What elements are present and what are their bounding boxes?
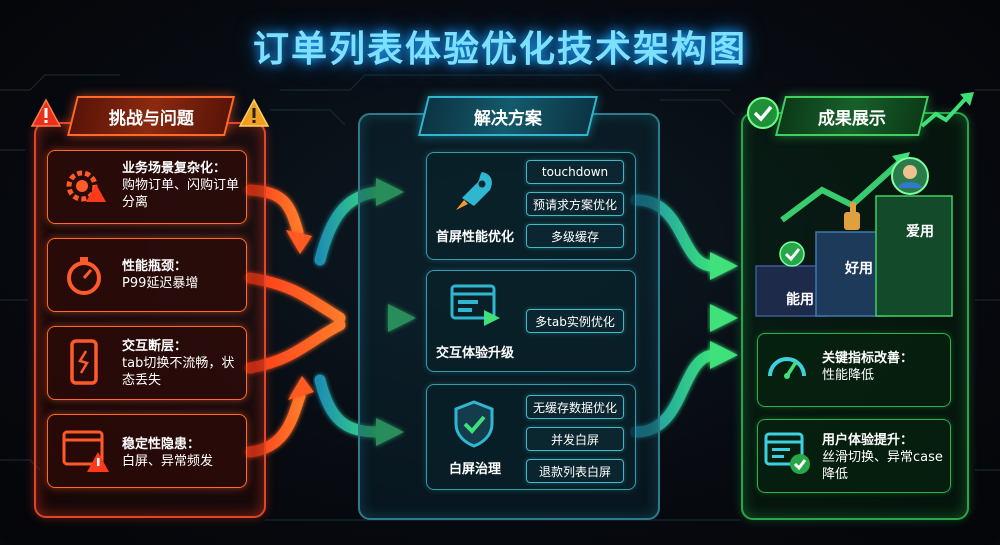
solution-in-arrowheads [376,178,416,446]
result-detail: 性能降低 [822,368,875,383]
challenge-card [47,326,247,400]
challenge-card [47,414,247,488]
solution-tag: 退款列表白屏 [526,459,624,483]
phone-crack-icon [70,339,98,385]
challenge-arrows [244,184,346,458]
result-title: 关键指标改善： [822,351,914,366]
shield-icon [454,400,494,448]
challenge-detail: tab切换不流畅，状态丢失 [122,356,235,388]
challenge-title: 业务场景复杂化： [122,161,227,176]
challenge-detail: 白屏、异常频发 [122,454,214,469]
gauge-icon [768,357,806,379]
solution-group-label: 交互体验升级 [435,346,514,361]
page-title: 订单列表体验优化技术架构图 [252,29,747,70]
solution-tag: 多tab实例优化 [526,309,624,333]
stopwatch-icon [67,257,101,295]
challenge-title: 交互断层： [122,339,188,354]
solution-tag: 预请求方案优化 [526,192,624,216]
warning-triangle-icon [30,98,62,127]
challenges-header: 挑战与问题 [67,96,235,136]
checklist-icon [764,432,810,474]
step-label: 爱用 [906,224,934,240]
trend-up-icon [920,92,974,128]
solution-tag: 并发白屏 [526,427,624,451]
challenge-detail: 购物订单、闪购订单分离 [122,178,240,210]
solutions-header: 解决方案 [418,96,598,136]
results-header: 成果展示 [775,96,929,136]
solution-group-label: 白屏治理 [448,462,501,477]
step-label: 好用 [845,261,873,277]
step-label: 能用 [786,292,814,308]
check-circle-icon [747,97,779,129]
warning-triangle-icon [238,98,270,127]
challenge-title: 稳定性隐患： [122,437,201,452]
solution-group-label: 首屏性能优化 [435,230,514,245]
browser-arrow-icon [450,284,500,326]
window-warning-icon [62,430,109,472]
solution-tag: touchdown [526,160,624,184]
solution-out-arrows [630,194,718,438]
circuit-lines [0,74,1000,521]
challenge-arrowheads [286,230,314,400]
result-detail: 丝滑切换、异常case降低 [822,450,943,482]
solution-tag: 多级缓存 [526,224,624,248]
solution-in-arrows [314,186,396,438]
growth-steps-illustration [755,152,953,317]
rocket-icon [456,172,492,210]
solution-out-arrowheads [710,252,738,369]
result-card [757,419,951,493]
challenge-title: 性能瓶颈： [122,259,188,274]
challenge-detail: P99延迟暴增 [122,276,199,291]
result-title: 用户体验提升： [822,433,914,448]
challenge-card [47,238,247,312]
solution-tag: 无缓存数据优化 [526,395,624,419]
gear-warning-icon [66,170,106,202]
